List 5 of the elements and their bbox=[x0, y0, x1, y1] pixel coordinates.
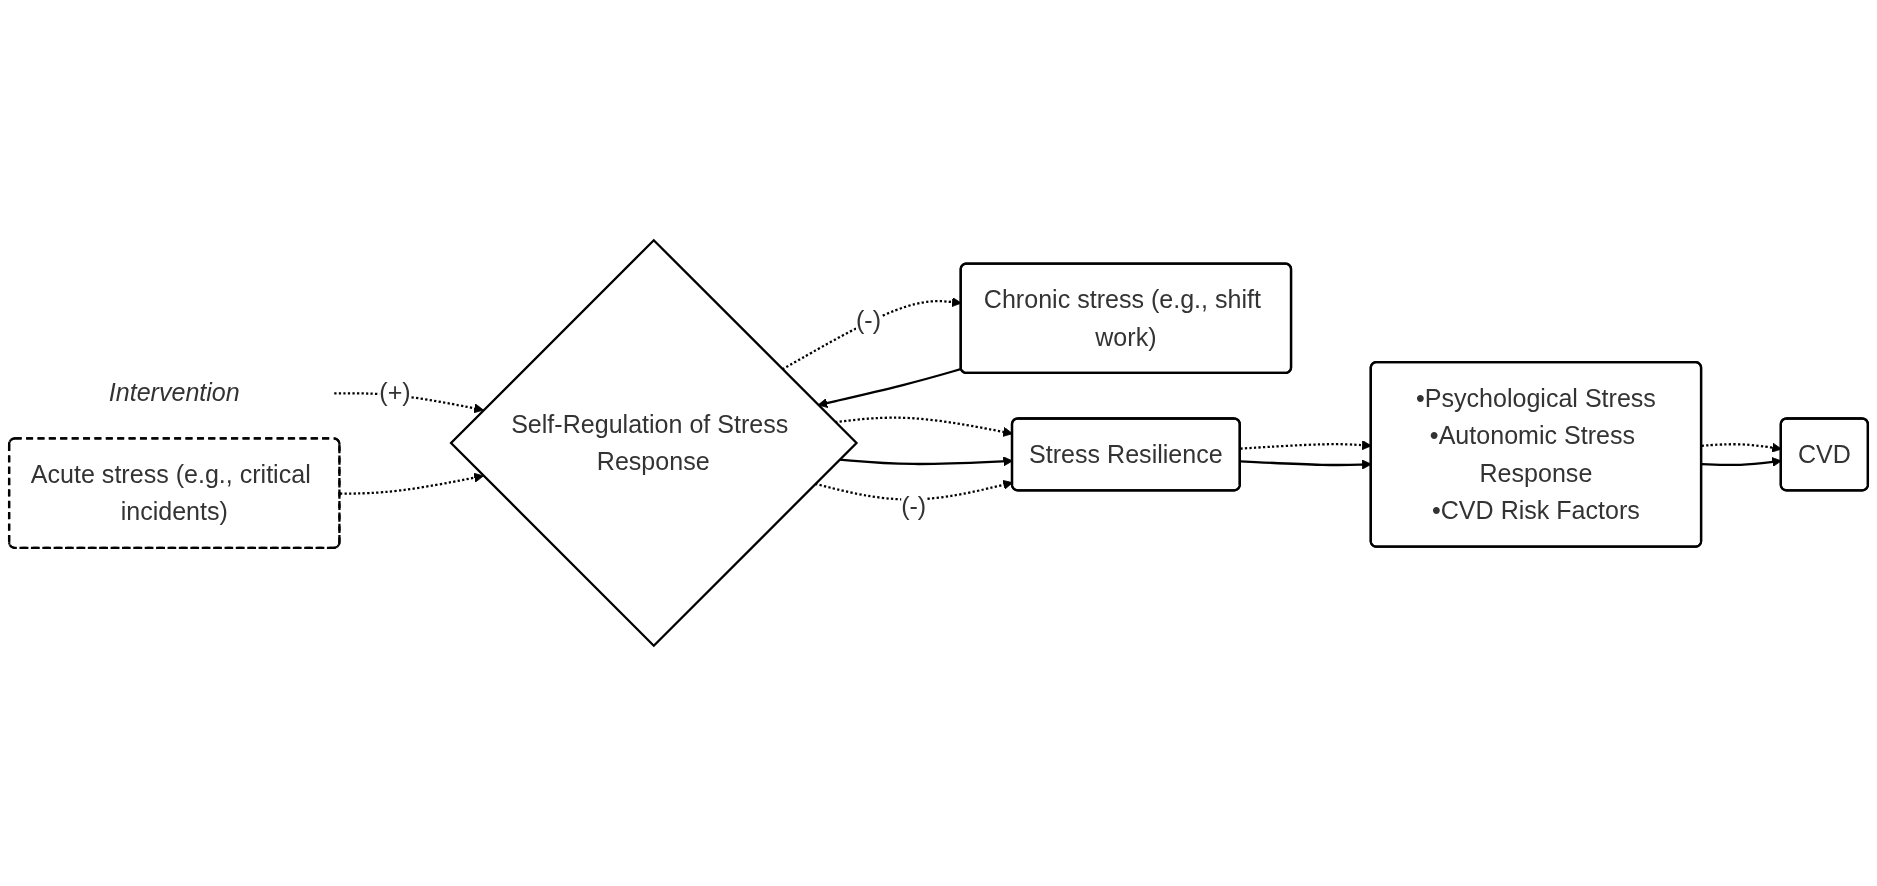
arrow bbox=[339, 472, 484, 495]
arrow bbox=[817, 367, 962, 408]
node-text: Intervention bbox=[108, 378, 240, 408]
edge-label: (+) bbox=[379, 378, 411, 408]
edge-label: (-) bbox=[901, 491, 927, 521]
